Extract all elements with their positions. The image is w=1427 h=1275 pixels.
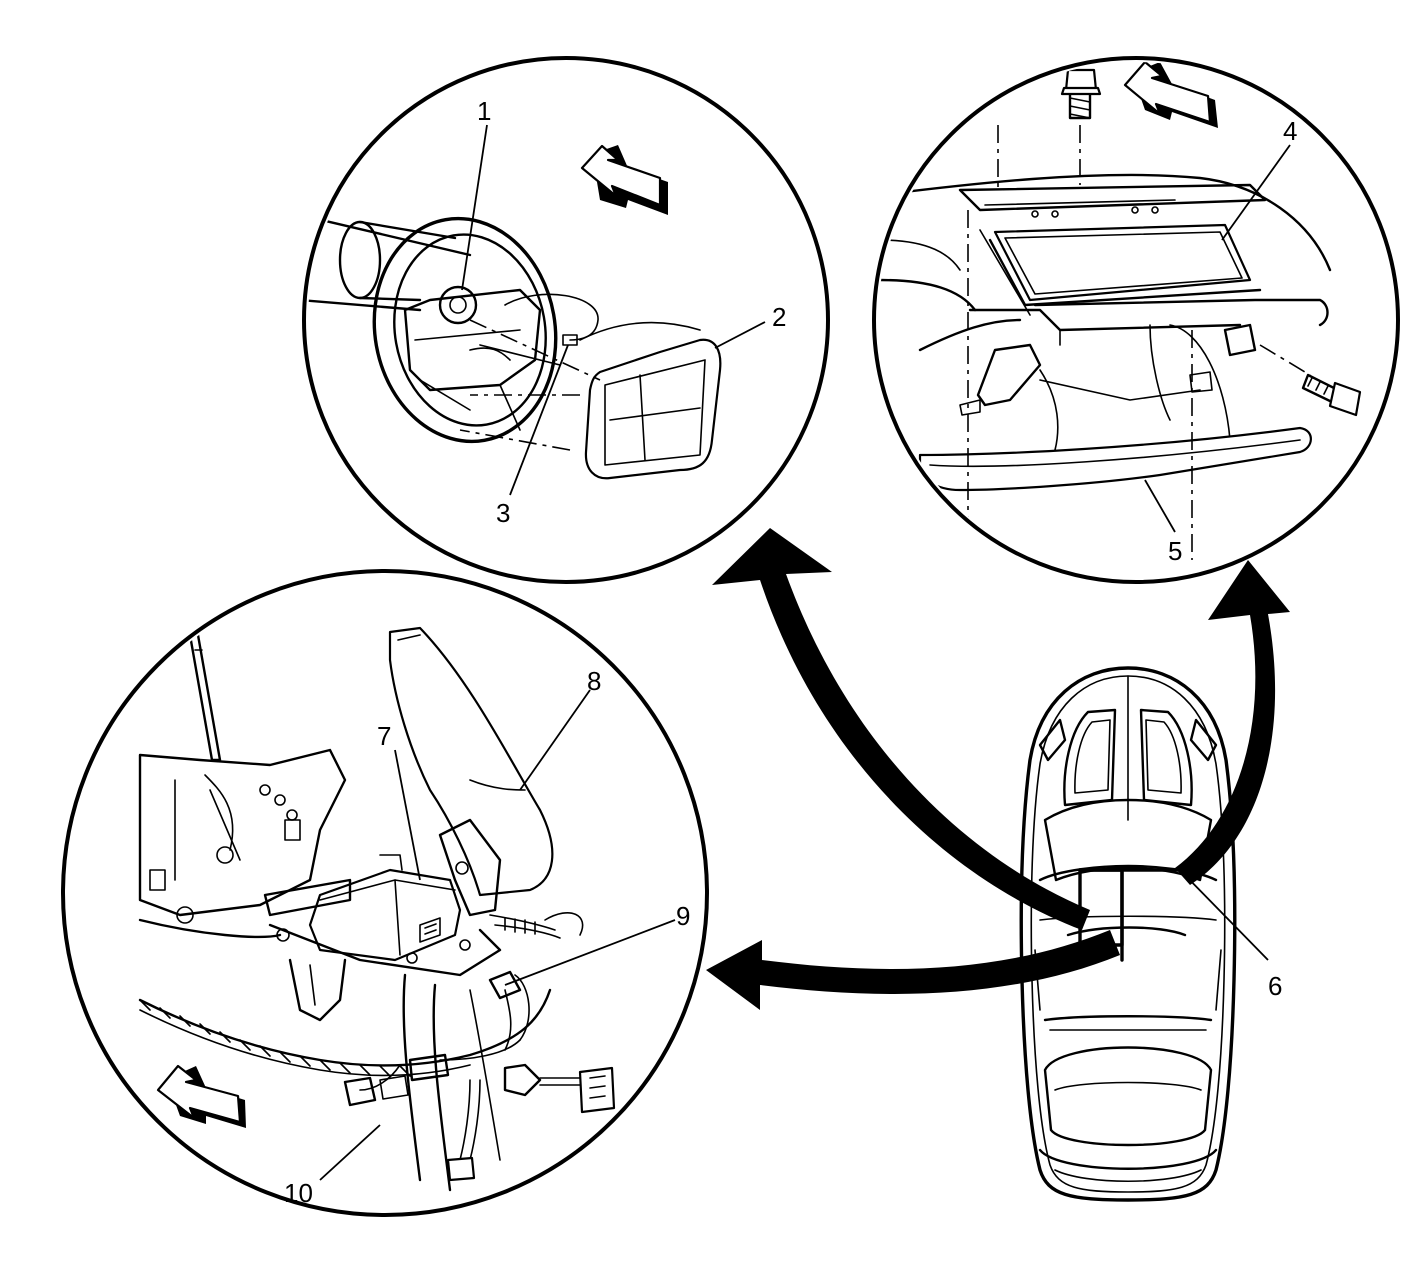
driver-airbag-module	[584, 338, 722, 480]
arrow-to-steering-wheel-view	[712, 528, 1090, 930]
arrow-to-glovebox-view	[1175, 560, 1290, 885]
park-brake-lever	[388, 626, 554, 897]
callout-10: 10	[284, 1178, 313, 1208]
console-detail-view: 7 8 9 10	[61, 569, 709, 1217]
forward-direction-arrow-icon	[1123, 62, 1218, 128]
bolt-icon	[1060, 68, 1102, 120]
passenger-airbag-module	[993, 223, 1252, 302]
harness-connector-10	[343, 1076, 377, 1107]
callout-2: 2	[772, 302, 786, 332]
bolt-icon	[1301, 373, 1362, 417]
callout-9: 9	[676, 901, 690, 931]
callout-4: 4	[1283, 116, 1297, 146]
forward-direction-arrow-icon	[580, 144, 668, 215]
sdm-harness-connector	[488, 970, 522, 1000]
callout-7: 7	[377, 721, 391, 751]
glovebox-detail-view: 4 5	[872, 56, 1400, 584]
callout-3: 3	[496, 498, 510, 528]
arrow-to-console-view	[706, 930, 1120, 1010]
vehicle-top-view	[1019, 666, 1269, 1202]
steering-wheel-detail-view: 1 2 3	[302, 56, 830, 584]
callout-1: 1	[477, 96, 491, 126]
callout-8: 8	[587, 666, 601, 696]
callout-6: 6	[1268, 971, 1282, 1001]
forward-direction-arrow-icon	[156, 1064, 246, 1128]
callout-5: 5	[1168, 536, 1182, 566]
curved-pointer-arrow-icon	[706, 528, 1290, 1010]
